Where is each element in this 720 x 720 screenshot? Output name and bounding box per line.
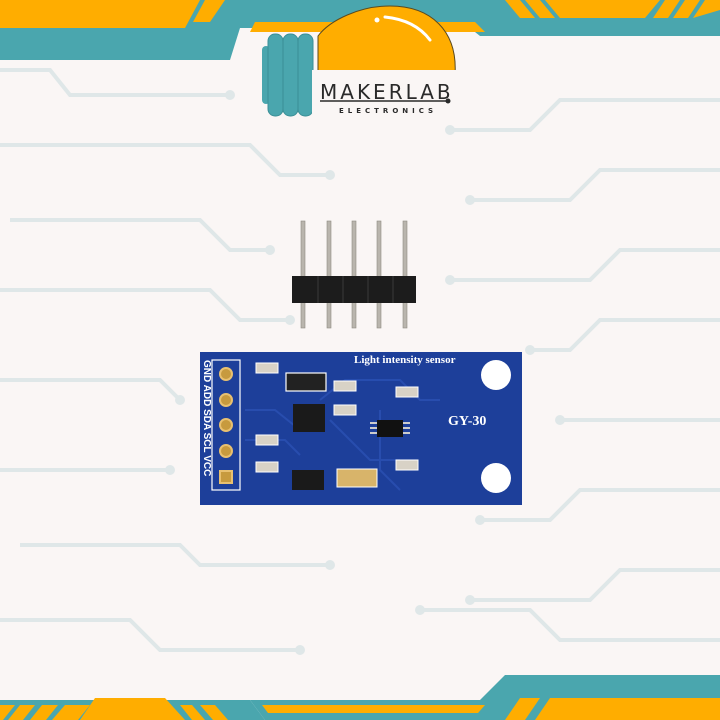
brand-name: MAKERLAB <box>320 80 454 104</box>
pin-sda: SDA <box>201 409 212 430</box>
pin-vcc: VCC <box>201 455 212 477</box>
pin-labels: GND ADD SDA SCL VCC <box>201 360 212 476</box>
pin-scl: SCL <box>201 432 212 453</box>
board-model: GY-30 <box>448 414 487 429</box>
brand-tagline: ELECTRONICS <box>339 107 438 115</box>
pin-add: ADD <box>201 384 212 407</box>
board-title: Light intensity sensor <box>354 354 456 366</box>
pin-gnd: GND <box>201 360 212 383</box>
